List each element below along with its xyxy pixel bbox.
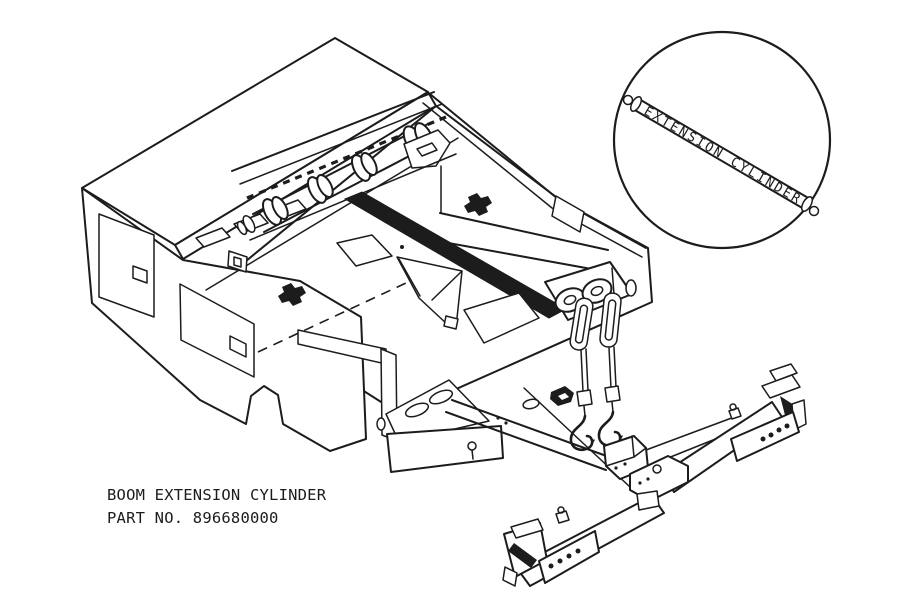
- post-oval-hole: [376, 417, 386, 431]
- installed-extension-cylinder: [336, 191, 568, 344]
- lower-frame: [297, 329, 744, 488]
- end-box-rivet-2: [623, 462, 627, 466]
- front-box-panel: [386, 425, 504, 473]
- chain-rod2-right: [611, 401, 614, 413]
- right-end-bracket-plate: [730, 411, 800, 462]
- chassis-rail-top: [451, 399, 613, 459]
- mount-pin: [400, 245, 404, 249]
- callout-circle: [612, 30, 832, 250]
- chain-knot-left: [576, 389, 593, 407]
- chain-link-slot-right: [604, 299, 617, 341]
- tie-down-cluster-left: [278, 283, 306, 306]
- trough-rail-top-inner: [239, 103, 443, 185]
- chain-link-slot-left: [574, 304, 589, 344]
- callout-cylinder-eye-right: [808, 205, 820, 217]
- right-end-fold-dark: [780, 396, 797, 419]
- sheave-right-hub: [590, 285, 604, 297]
- drawbar-strap-top: [645, 415, 738, 451]
- lifting-chains: [569, 292, 623, 451]
- chain-rod-left: [580, 348, 589, 393]
- apron-cutout-1: [195, 227, 231, 248]
- center-plate-notch: [652, 464, 662, 474]
- center-block: [636, 490, 660, 511]
- tie-down-cluster-right: [464, 193, 492, 216]
- callout-cylinder-eye-left: [622, 94, 634, 106]
- gusset-slot-2: [428, 389, 454, 405]
- left-end-fold: [502, 566, 518, 587]
- callout-cylinder-cap-right: [800, 196, 814, 212]
- center-rivet-2: [638, 481, 642, 485]
- door-handle-left: [132, 265, 148, 284]
- roller-tube-top: [252, 123, 429, 215]
- saddle-inner-edge-1: [398, 258, 421, 297]
- saddle-inner-edge-2: [431, 271, 462, 301]
- bed-right-rail-inner: [422, 102, 643, 258]
- caption-line-2: PART NO. 896680000: [107, 509, 279, 527]
- deck-junction-box: [227, 250, 248, 273]
- end-box-rivet-1: [614, 466, 618, 470]
- detail-callout: EXTENSION CYLINDER: [612, 30, 832, 250]
- bed-tip-oval-hole: [625, 279, 637, 297]
- left-end-strap: [508, 543, 537, 568]
- crossbar-right-end-fitting: [730, 363, 807, 462]
- boom-beam-top: [439, 212, 609, 251]
- trough-rail-top: [231, 91, 435, 172]
- gusset-slot-1: [404, 402, 430, 418]
- sheave-left-hub: [563, 294, 577, 306]
- hook-left-barb: [589, 439, 595, 448]
- floor-seam-line: [257, 282, 407, 353]
- crossbar-center-plate: [629, 455, 689, 502]
- deck-junction-box-inner: [233, 256, 242, 268]
- chassis-rail-bottom: [445, 411, 607, 471]
- chain-rod-right: [608, 346, 617, 389]
- chain-rod2-left: [583, 405, 586, 417]
- trough-end-bracket-slot: [416, 142, 438, 157]
- crossbar-assembly: [502, 363, 807, 587]
- caption: BOOM EXTENSION CYLINDER PART NO. 8966800…: [107, 486, 327, 527]
- door-handle-right: [229, 335, 247, 358]
- sheave-right: [581, 278, 613, 304]
- rail-rivet-1: [496, 416, 500, 420]
- rail-rivet-2: [504, 421, 508, 425]
- trough-end-bracket: [403, 129, 451, 169]
- chain-knot-right: [604, 385, 621, 403]
- kick-plate: [463, 292, 540, 344]
- trough-hatch: [246, 115, 447, 200]
- access-door-right: [179, 283, 255, 378]
- caption-line-1: BOOM EXTENSION CYLINDER: [107, 486, 327, 504]
- hook-left: [569, 414, 594, 451]
- center-rivet-1: [646, 477, 650, 481]
- keyhole-tail: [471, 449, 474, 460]
- crossbar-peg-right-ring: [729, 403, 737, 411]
- rail-clamp-slot: [558, 393, 569, 400]
- callout-cylinder-body: [632, 98, 811, 210]
- tube-end-ring-inner: [236, 220, 248, 236]
- cylinder-mount-plate: [336, 234, 393, 267]
- saddle-foot: [443, 315, 459, 330]
- crossbar-left-end-fitting: [502, 518, 600, 587]
- crossbar-peg-left-ring: [557, 506, 565, 514]
- access-door-left: [98, 213, 155, 318]
- rail-end-box-edges: [605, 435, 647, 467]
- rail-splice-block: [551, 195, 585, 233]
